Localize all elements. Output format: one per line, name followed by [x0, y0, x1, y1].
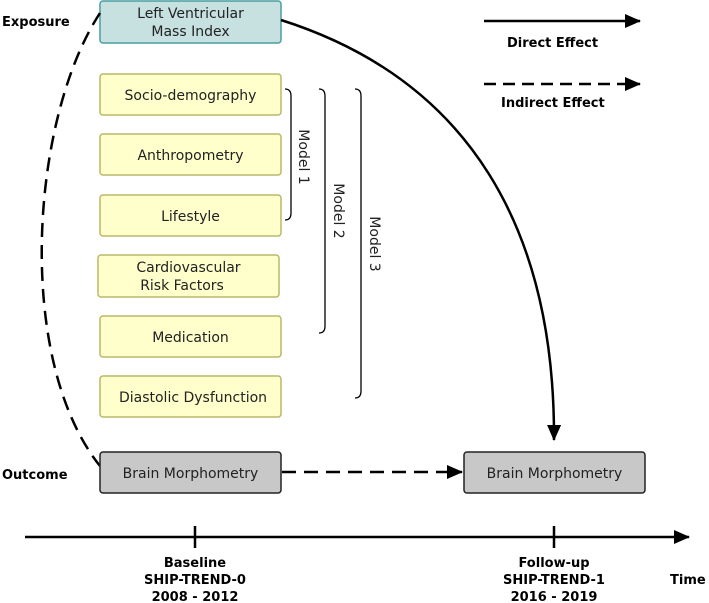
timeline-followup-line1: Follow-up [518, 556, 589, 571]
covariate-box-socio: Socio-demography [99, 73, 282, 116]
covariate-label: Anthropometry [137, 148, 243, 164]
covariate-label: Socio-demography [125, 88, 257, 104]
outcome-label: Outcome [2, 468, 68, 483]
covariate-box-cardiovascular: Cardiovascular Risk Factors [97, 254, 280, 298]
covariate-label: Diastolic Dysfunction [119, 390, 267, 406]
exposure-label: Exposure [2, 15, 70, 30]
exposure-box-line1: Left Ventricular [137, 6, 244, 22]
timeline-followup-line2: SHIP-TREND-1 [503, 573, 605, 588]
baseline-outcome-box: Brain Morphometry [99, 451, 282, 494]
legend-direct-label: Direct Effect [507, 36, 598, 51]
model2-label: Model 2 [330, 183, 346, 238]
model1-bracket [284, 88, 292, 221]
model3-bracket [354, 88, 362, 399]
covariate-box-diastolic: Diastolic Dysfunction [99, 375, 282, 418]
model2-bracket [318, 88, 326, 334]
time-label: Time [670, 573, 706, 588]
covariate-box-medication: Medication [99, 315, 282, 358]
timeline-baseline-line1: Baseline [164, 556, 226, 571]
baseline-outcome-label: Brain Morphometry [123, 466, 259, 482]
covariate-box-lifestyle: Lifestyle [99, 194, 282, 237]
exposure-box-line2: Mass Index [151, 24, 229, 40]
covariate-label: Risk Factors [140, 278, 224, 294]
model1-label: Model 1 [295, 129, 311, 184]
covariate-label: Cardiovascular [136, 260, 240, 276]
legend-indirect-label: Indirect Effect [501, 96, 605, 111]
followup-outcome-label: Brain Morphometry [487, 466, 623, 482]
covariate-box-anthropometry: Anthropometry [99, 133, 282, 176]
model3-label: Model 3 [366, 216, 382, 271]
exposure-box: Left Ventricular Mass Index [99, 0, 282, 44]
direct-effect-curve [280, 18, 562, 441]
covariate-label: Lifestyle [161, 209, 220, 225]
timeline-baseline-line3: 2008 - 2012 [152, 590, 239, 603]
followup-outcome-box: Brain Morphometry [463, 451, 646, 494]
timeline-baseline-line2: SHIP-TREND-0 [144, 573, 246, 588]
covariate-label: Medication [152, 330, 229, 346]
timeline-followup-line3: 2016 - 2019 [511, 590, 598, 603]
exposure-to-baseline-dashed-curve [40, 12, 102, 467]
